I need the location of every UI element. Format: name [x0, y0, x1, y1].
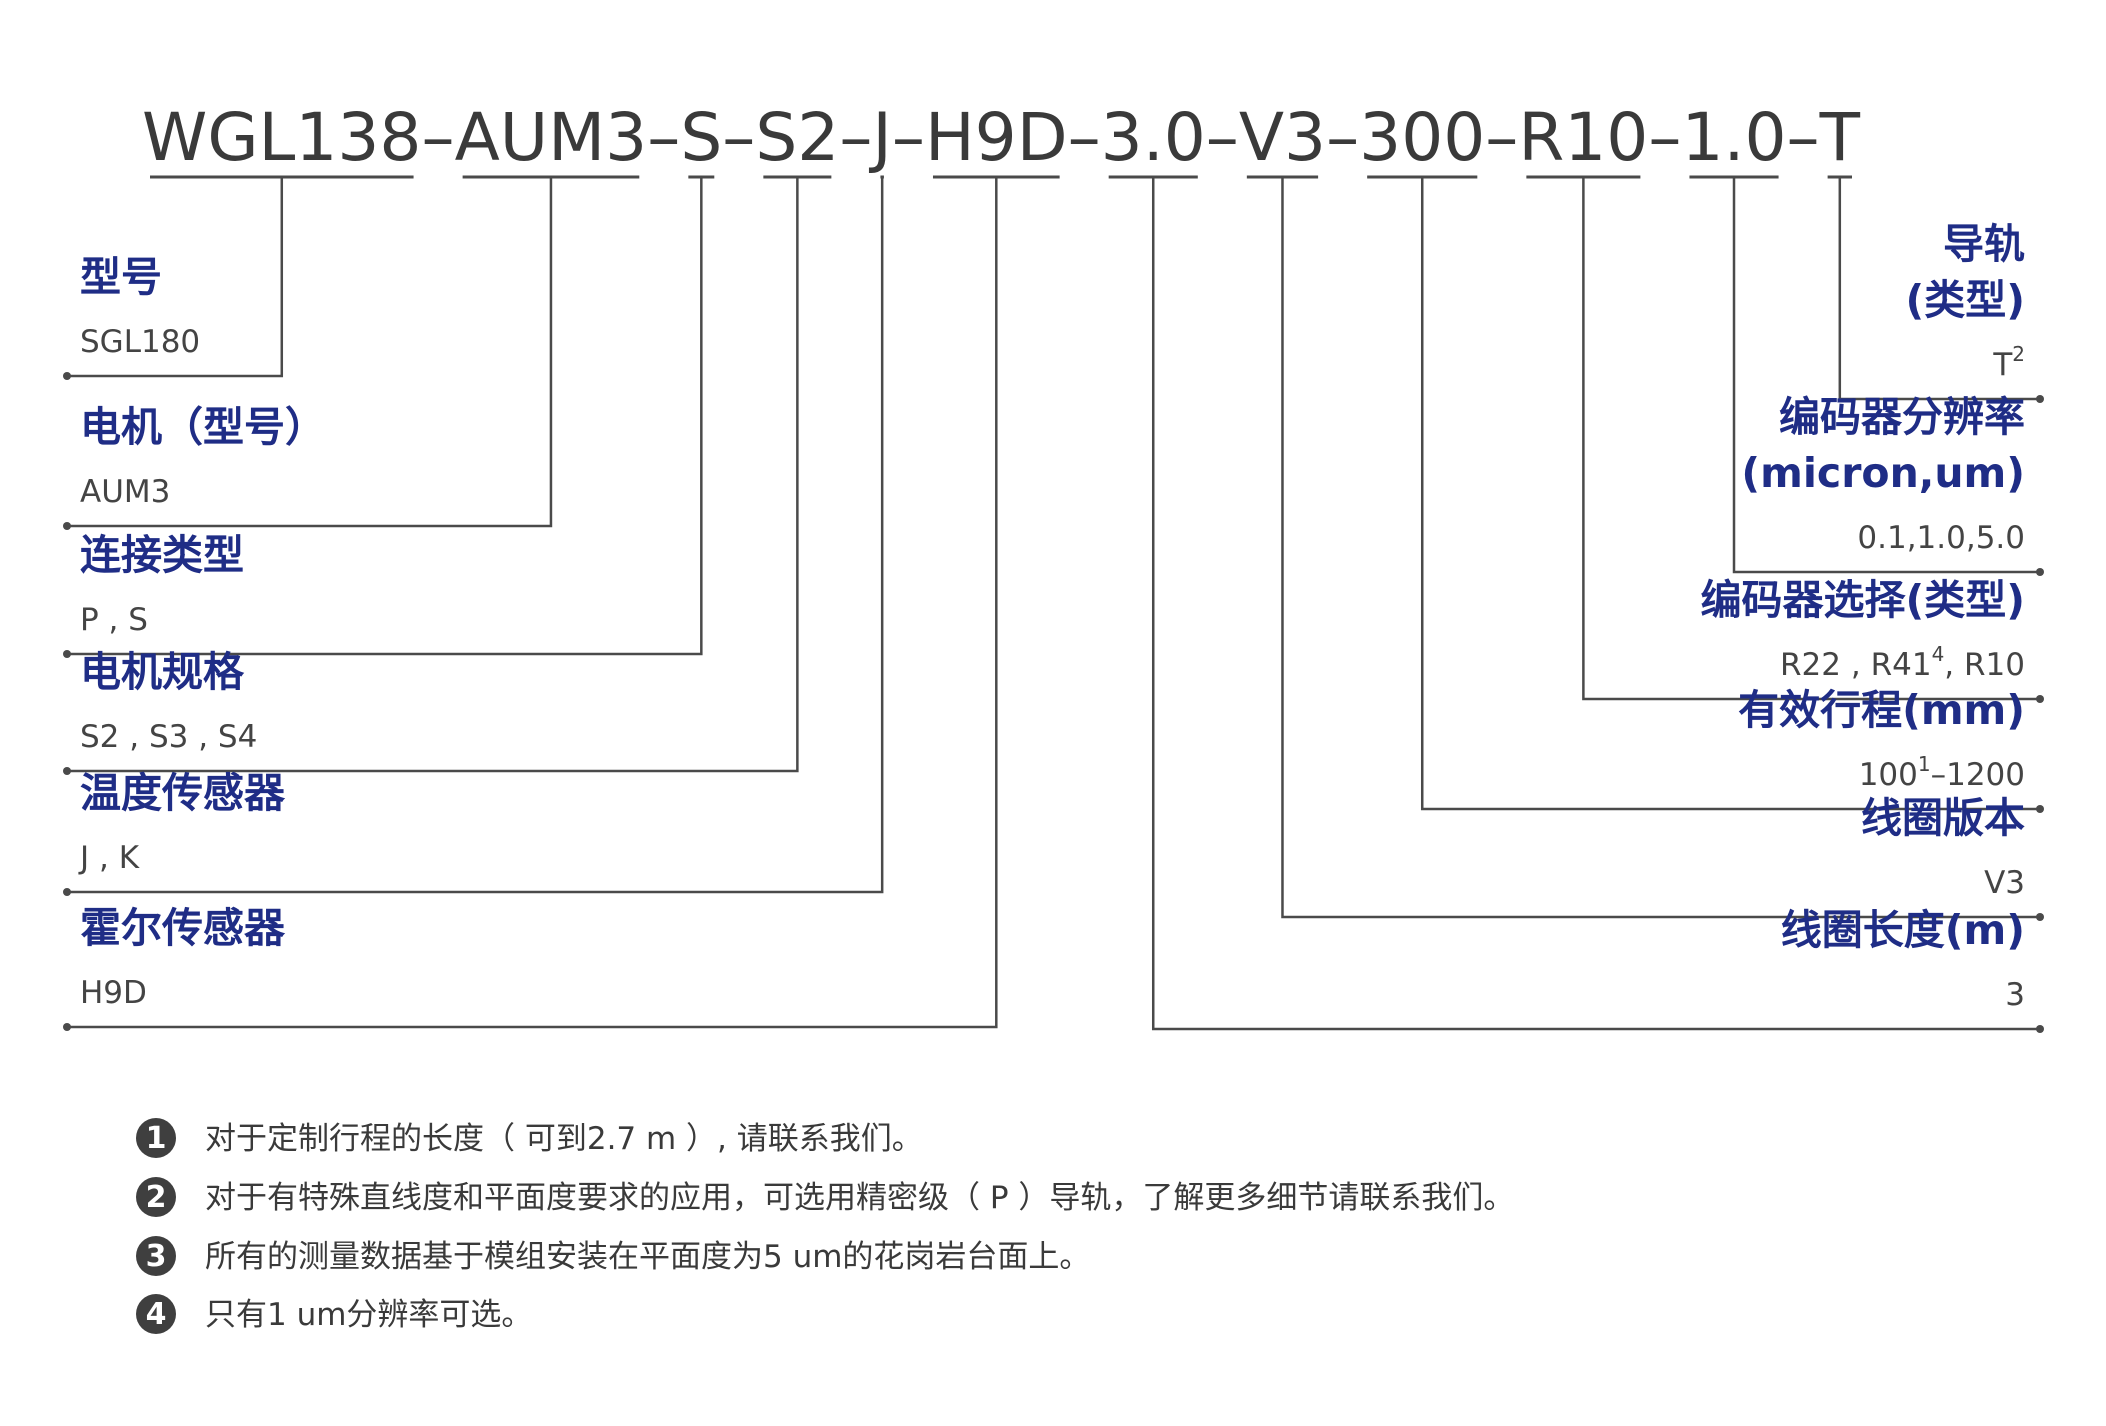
connector-right-4 — [1281, 177, 2040, 919]
connector-left-4 — [67, 177, 884, 894]
model-segment-10: 1.0 — [1681, 99, 1786, 176]
note-text-3: 只有1 um分辨率可选。 — [205, 1297, 532, 1333]
footnotes: 1 对于定制行程的长度（ 可到2.7 m ）, 请联系我们。 2 对于有特殊直线度和平… — [136, 1118, 1514, 1334]
left-label-value-0: SGL180 — [80, 324, 200, 360]
left-label-value-5: H9D — [80, 975, 147, 1011]
connector-right-3 — [1420, 177, 2040, 811]
model-separator: – — [1326, 99, 1359, 176]
right-label-value-0: T2 — [1992, 342, 2025, 383]
model-segment-5: H9D — [925, 99, 1068, 176]
right-label-value-2: R22 , R414, R10 — [1780, 642, 2025, 683]
model-separator: – — [1485, 99, 1518, 176]
connector-right-4-end-dot — [2036, 913, 2044, 921]
note-text-0: 对于定制行程的长度（ 可到2.7 m ）, 请联系我们。 — [205, 1121, 923, 1157]
model-separator: – — [1068, 99, 1101, 176]
connector-left-3 — [67, 177, 799, 773]
model-segment-6: 3.0 — [1101, 99, 1206, 176]
left-label-title-4: 温度传感器 — [80, 769, 286, 817]
connector-left-2 — [67, 177, 703, 656]
connector-right-2 — [1582, 177, 2040, 701]
right-label-title-1-1: (micron,um) — [1741, 449, 2025, 497]
connector-left-2-end-dot — [63, 650, 71, 658]
note-number-badge-2 — [136, 1236, 176, 1276]
segment-labels: 型号 SGL180 电机（型号） AUM3 连接类型 P , S 电机规格 S2 , S3 ,… — [78, 220, 2025, 1013]
right-label-title-2-0: 编码器选择(类型) — [1701, 576, 2025, 624]
connector-right-5 — [1151, 177, 2040, 1031]
right-label-title-3-0: 有效行程(mm) — [1738, 686, 2025, 734]
model-segment-7: V3 — [1239, 99, 1326, 176]
right-label-value-1: 0.1,1.0,5.0 — [1857, 520, 2025, 556]
model-separator: – — [1648, 99, 1681, 176]
model-segment-3: S2 — [755, 99, 839, 176]
model-separator: – — [839, 99, 872, 176]
note-number-3: 4 — [146, 1297, 167, 1332]
connector-right-5-end-dot — [2036, 1025, 2044, 1033]
connector-right-3-end-dot — [2036, 805, 2044, 813]
left-label-title-3: 电机规格 — [80, 648, 245, 696]
right-label-title-0-1: (类型) — [1906, 276, 2025, 324]
right-label-value-3: 1001–1200 — [1859, 752, 2025, 793]
note-number-0: 1 — [146, 1121, 167, 1156]
note-number-badge-0 — [136, 1118, 176, 1158]
connector-right-2-end-dot — [2036, 695, 2044, 703]
right-label-value-5: 3 — [2005, 977, 2025, 1013]
note-text-1: 对于有特殊直线度和平面度要求的应用，可选用精密级（ P ）导轨，了解更多细节请联… — [205, 1180, 1514, 1216]
note-number-1: 2 — [146, 1180, 167, 1215]
left-label-value-4: J , K — [78, 840, 140, 876]
connector-lines — [63, 175, 2044, 1033]
left-label-value-2: P , S — [80, 602, 148, 638]
connector-left-0-end-dot — [63, 372, 71, 380]
model-separator: – — [647, 99, 680, 176]
connector-right-0 — [1838, 177, 2040, 401]
model-segment-11: T — [1819, 99, 1861, 176]
left-label-value-3: S2 , S3 , S4 — [80, 719, 257, 755]
left-label-title-1: 电机（型号） — [80, 403, 326, 451]
note-number-badge-3 — [136, 1294, 176, 1334]
model-code-row: WGL138–AUM3–S–S2–J–H9D–3.0–V3–300–R10–1.… — [142, 99, 1861, 176]
connector-left-3-end-dot — [63, 767, 71, 775]
model-separator: – — [422, 99, 455, 176]
note-number-2: 3 — [146, 1239, 167, 1274]
connector-left-1-end-dot — [63, 522, 71, 530]
left-label-value-1: AUM3 — [80, 474, 170, 510]
left-label-title-0: 型号 — [80, 253, 162, 301]
model-segment-9: R10 — [1518, 99, 1648, 176]
connector-right-0-end-dot — [2036, 395, 2044, 403]
model-segment-2: S — [680, 99, 722, 176]
note-number-badge-1 — [136, 1177, 176, 1217]
model-separator: – — [1206, 99, 1239, 176]
model-separator: – — [722, 99, 755, 176]
connector-left-1 — [67, 177, 553, 528]
right-label-title-1-0: 编码器分辨率 — [1779, 393, 2025, 441]
connector-right-1-end-dot — [2036, 568, 2044, 576]
connector-left-5-end-dot — [63, 1023, 71, 1031]
note-text-2: 所有的测量数据基于模组安装在平面度为5 um的花岗岩台面上。 — [205, 1239, 1090, 1275]
model-segment-1: AUM3 — [455, 99, 648, 176]
connector-left-4-end-dot — [63, 888, 71, 896]
model-separator: – — [892, 99, 925, 176]
right-label-value-4: V3 — [1984, 865, 2025, 901]
connector-left-0 — [67, 177, 284, 378]
right-label-title-4-0: 线圈版本 — [1861, 794, 2025, 842]
model-segment-8: 300 — [1359, 99, 1485, 176]
model-separator: – — [1787, 99, 1820, 176]
connector-left-5 — [67, 177, 998, 1029]
right-label-title-0-0: 导轨 — [1943, 220, 2025, 268]
left-label-title-5: 霍尔传感器 — [80, 904, 286, 952]
model-segment-0: WGL138 — [142, 99, 421, 176]
right-label-title-5-0: 线圈长度(m) — [1781, 906, 2025, 954]
left-label-title-2: 连接类型 — [80, 531, 244, 579]
connector-right-1 — [1732, 177, 2040, 574]
model-segment-4: J — [868, 99, 891, 176]
